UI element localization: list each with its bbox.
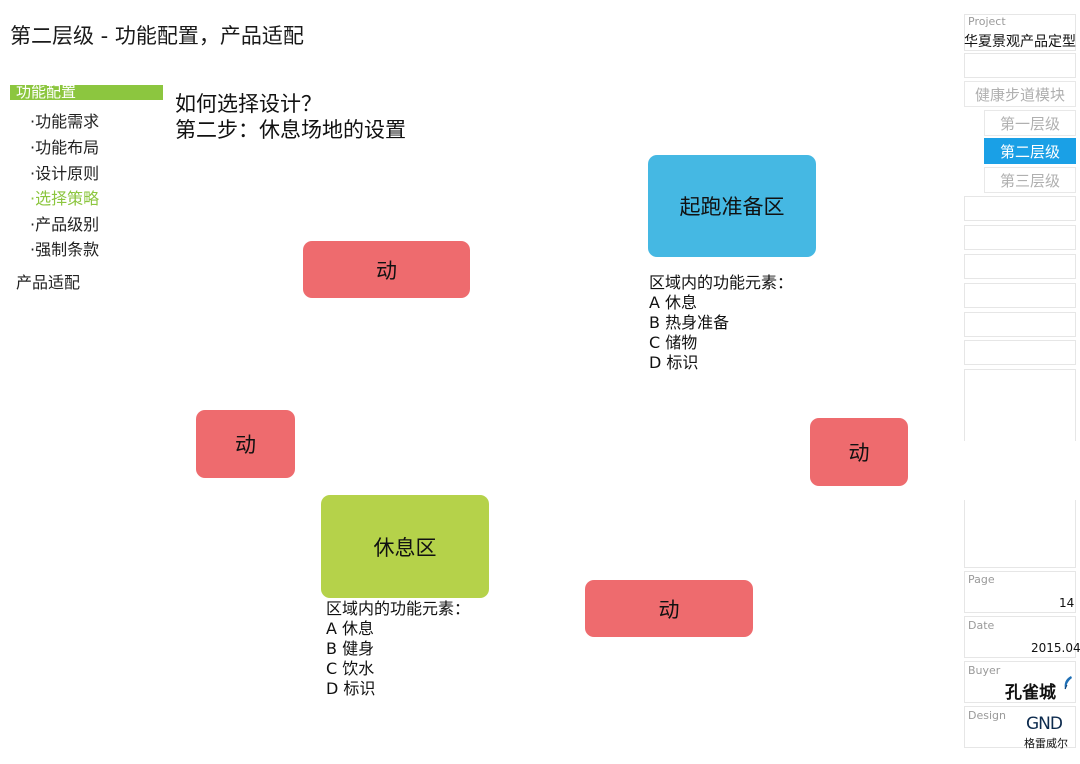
nav-item-function-config[interactable]: 功能配置 xyxy=(10,85,163,100)
nav-sub-item-function-layout[interactable]: ·功能布局 xyxy=(30,138,100,157)
design-box xyxy=(964,706,1076,748)
element-item: C 储物 xyxy=(649,333,698,352)
element-item: D 标识 xyxy=(649,353,699,372)
feather-icon xyxy=(1064,676,1072,690)
zone-active-1: 动 xyxy=(303,241,470,298)
level-item-2[interactable]: 第二层级 xyxy=(984,138,1076,164)
page-value: 14 xyxy=(1059,596,1075,610)
right-panel-cell xyxy=(964,53,1076,78)
nav-sub-item-product-level[interactable]: ·产品级别 xyxy=(30,215,100,234)
nav-sub-item-mandatory-clauses[interactable]: ·强制条款 xyxy=(30,240,100,259)
level-item-1[interactable]: 第一层级 xyxy=(984,110,1076,136)
zone-rest: 休息区 xyxy=(321,495,489,598)
design-logo: GND xyxy=(1026,714,1063,734)
right-panel-cell xyxy=(964,312,1076,337)
page-label: Page xyxy=(968,573,995,586)
zone-rest-elements: 区域内的功能元素： A 休息 B 健身 C 饮水 D 标识 xyxy=(326,599,470,699)
section-heading-step: 第二步：休息场地的设置 xyxy=(175,118,406,142)
project-label: Project xyxy=(968,15,1006,28)
zone-active-label: 动 xyxy=(848,441,870,465)
zone-start-prep-elements: 区域内的功能元素： A 休息 B 热身准备 C 储物 D 标识 xyxy=(649,273,793,373)
section-heading-question: 如何选择设计？ xyxy=(175,92,322,116)
element-item: C 饮水 xyxy=(326,659,375,678)
right-panel-cell xyxy=(964,254,1076,279)
element-item: A 休息 xyxy=(649,293,698,312)
zone-start-prep-label: 起跑准备区 xyxy=(679,195,785,219)
buyer-label: Buyer xyxy=(968,664,1001,677)
elements-title: 区域内的功能元素： xyxy=(649,273,794,292)
element-item: B 热身准备 xyxy=(649,313,730,332)
zone-active-label: 动 xyxy=(376,258,397,283)
date-label: Date xyxy=(968,619,995,632)
date-box xyxy=(964,616,1076,658)
zone-active-3: 动 xyxy=(810,418,908,486)
right-panel-cell xyxy=(964,369,1076,441)
zone-active-2: 动 xyxy=(196,410,295,478)
page-title: 第二层级 - 功能配置，产品适配 xyxy=(10,24,304,48)
element-item: D 标识 xyxy=(326,679,376,698)
right-panel-cell xyxy=(964,283,1076,308)
zone-active-label: 动 xyxy=(658,597,680,622)
buyer-logo: 孔雀城 xyxy=(1005,683,1056,703)
project-box xyxy=(964,14,1076,51)
right-panel-cell xyxy=(964,340,1076,365)
project-value: 华夏景观产品定型 xyxy=(964,34,1076,50)
date-value: 2015.04 xyxy=(1031,641,1080,655)
element-item: A 休息 xyxy=(326,619,375,638)
elements-title: 区域内的功能元素： xyxy=(326,599,471,618)
nav-item-product-adaptation[interactable]: 产品适配 xyxy=(16,273,81,292)
design-logo-subtitle: 格雷威尔 xyxy=(1024,737,1068,750)
nav-sub-item-function-demand[interactable]: ·功能需求 xyxy=(30,112,100,131)
page-box xyxy=(964,571,1076,613)
module-item[interactable]: 健康步道模块 xyxy=(964,81,1076,107)
zone-start-prep: 起跑准备区 xyxy=(648,155,816,257)
zone-active-4: 动 xyxy=(585,580,753,637)
design-label: Design xyxy=(968,709,1006,722)
zone-rest-label: 休息区 xyxy=(373,535,437,560)
right-panel-cell xyxy=(964,196,1076,221)
buyer-box xyxy=(964,661,1076,703)
zone-active-label: 动 xyxy=(235,433,256,457)
nav-sub-item-selection-strategy[interactable]: ·选择策略 xyxy=(30,189,100,208)
level-item-3[interactable]: 第三层级 xyxy=(984,167,1076,193)
element-item: B 健身 xyxy=(326,639,375,658)
nav-sub-item-design-principle[interactable]: ·设计原则 xyxy=(30,164,100,183)
right-panel-cell xyxy=(964,500,1076,568)
right-panel-cell xyxy=(964,225,1076,250)
